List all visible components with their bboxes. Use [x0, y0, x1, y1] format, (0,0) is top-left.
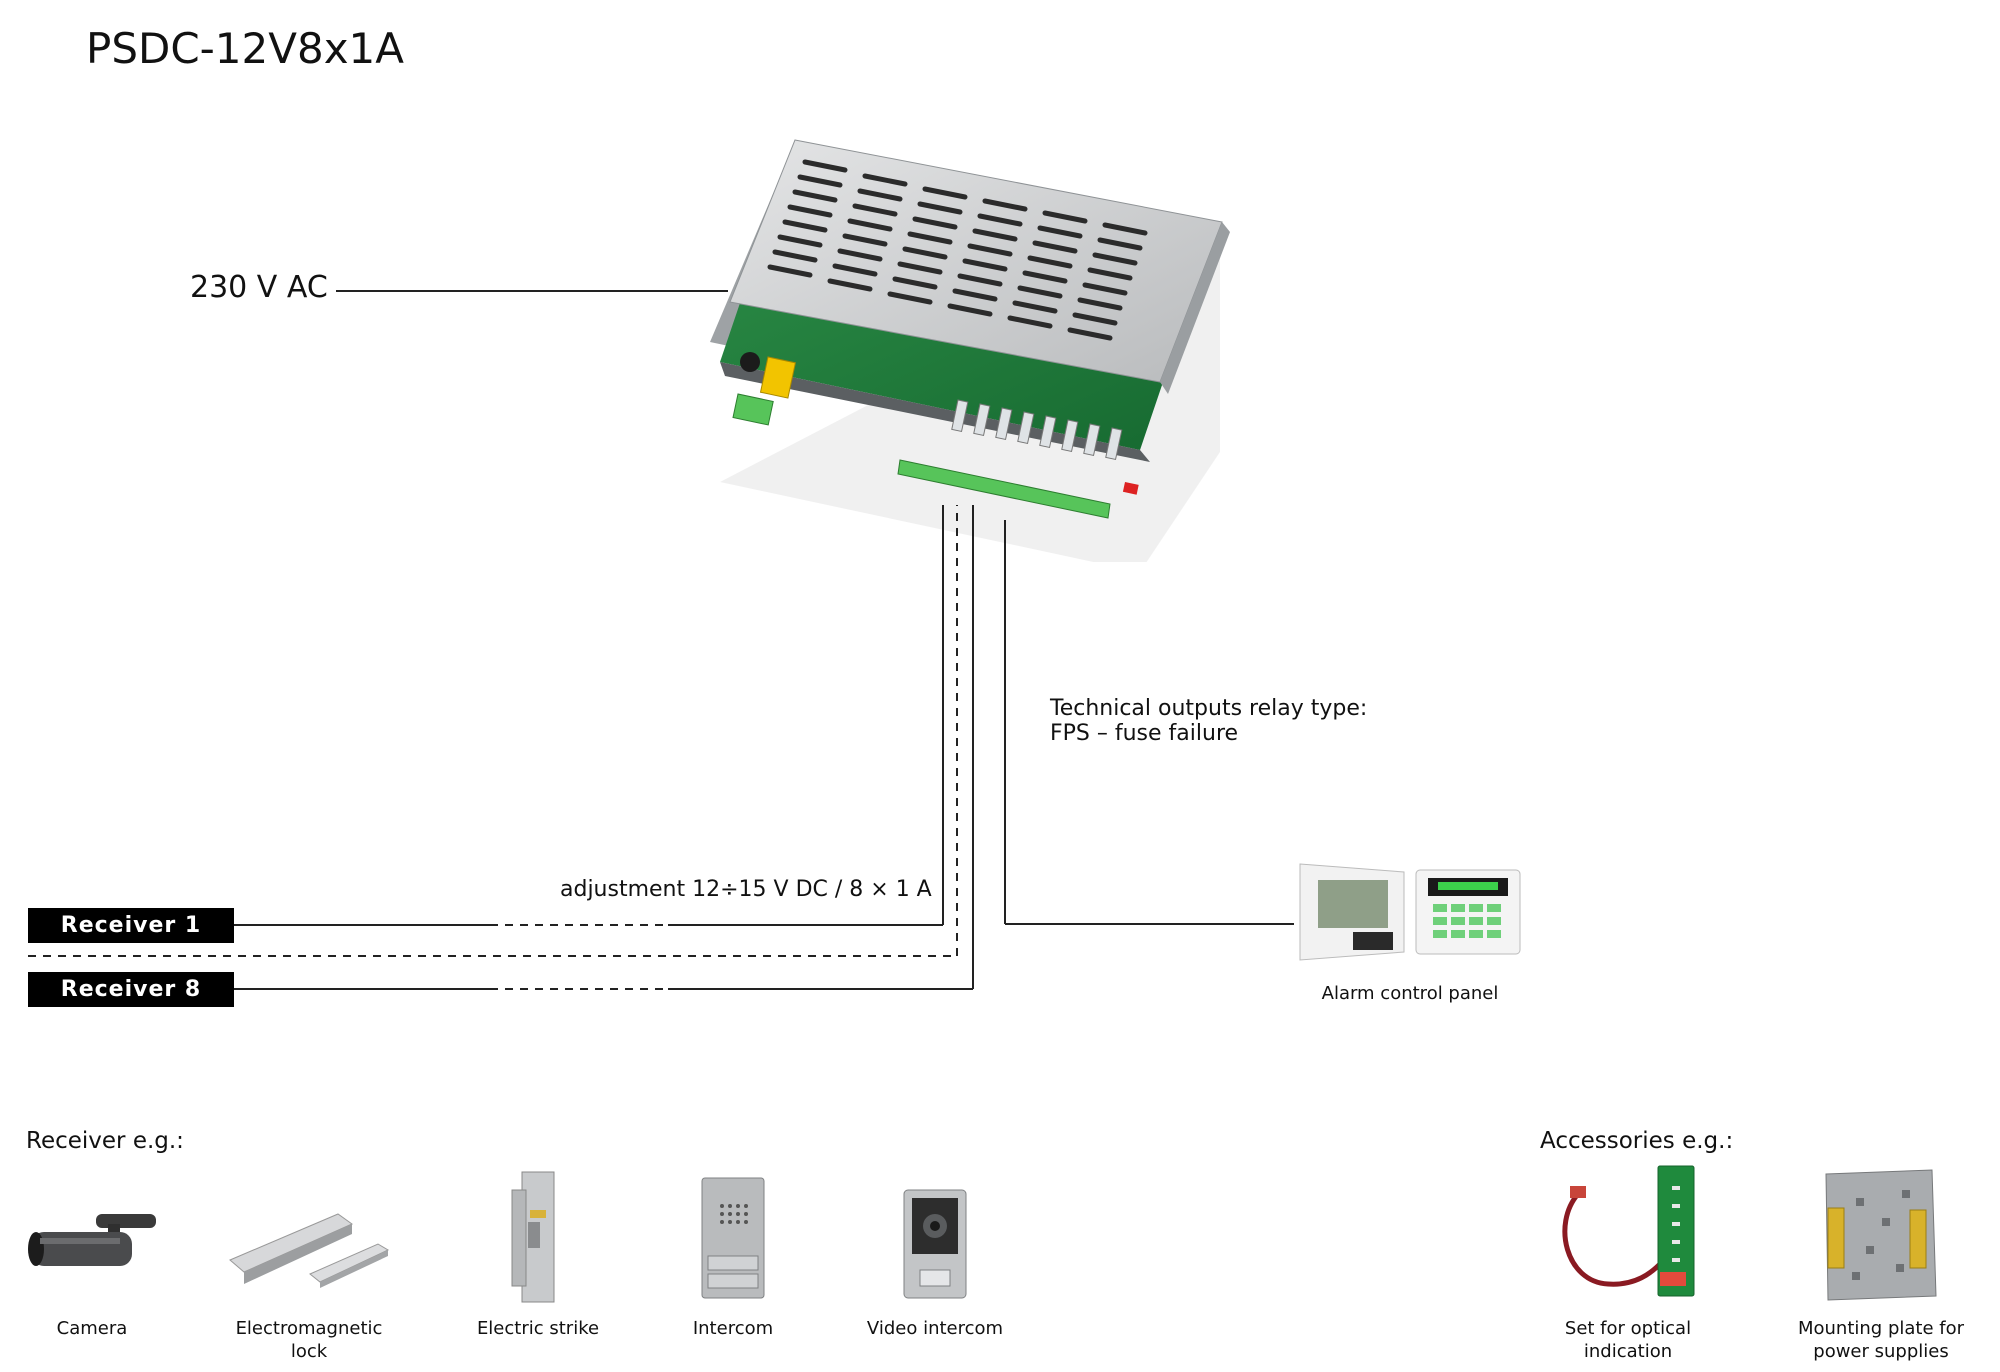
- technical-outputs-text: Technical outputs relay type: FPS – fuse…: [1050, 696, 1367, 746]
- receiver-examples-title: Receiver e.g.:: [26, 1128, 184, 1154]
- receiver-1-line: [234, 505, 944, 926]
- ac-input-label: 230 V AC: [190, 270, 328, 305]
- video-intercom-caption: Video intercom: [866, 1318, 1004, 1339]
- power-supply-image: [710, 139, 1230, 562]
- camera-icon: [28, 1214, 156, 1266]
- electric-strike-icon: [511, 1171, 555, 1303]
- technical-outputs-line2: FPS – fuse failure: [1050, 721, 1239, 746]
- electromagnetic-lock-icon: [229, 1213, 390, 1288]
- intermediate-outputs-line: [28, 505, 958, 957]
- electromagnetic-lock-caption: Electromagnetic lock: [235, 1318, 383, 1362]
- mounting-plate-caption: Mounting plate for power supplies: [1797, 1318, 1965, 1362]
- receiver-8-line: [234, 505, 974, 990]
- camera-caption: Camera: [56, 1318, 128, 1339]
- optical-indication-set-icon: [1562, 1165, 1695, 1297]
- optical-indication-set-caption: Set for optical indication: [1564, 1318, 1692, 1362]
- receiver-1-badge: Receiver 1: [28, 908, 234, 943]
- intercom-icon: [701, 1177, 765, 1299]
- technical-output-line: [1004, 520, 1294, 925]
- video-intercom-icon: [903, 1189, 967, 1299]
- mounting-plate-icon: [1825, 1169, 1937, 1301]
- electric-strike-caption: Electric strike: [476, 1318, 600, 1339]
- receiver-8-badge: Receiver 8: [28, 972, 234, 1007]
- accessories-title: Accessories e.g.:: [1540, 1128, 1734, 1154]
- page-title: PSDC-12V8x1A: [86, 24, 405, 73]
- intercom-caption: Intercom: [692, 1318, 774, 1339]
- alarm-panel-caption: Alarm control panel: [1321, 983, 1499, 1004]
- alarm-control-panel-image: [1299, 863, 1521, 961]
- adjustment-label: adjustment 12÷15 V DC / 8 × 1 A: [560, 877, 932, 902]
- technical-outputs-line1: Technical outputs relay type:: [1050, 696, 1368, 721]
